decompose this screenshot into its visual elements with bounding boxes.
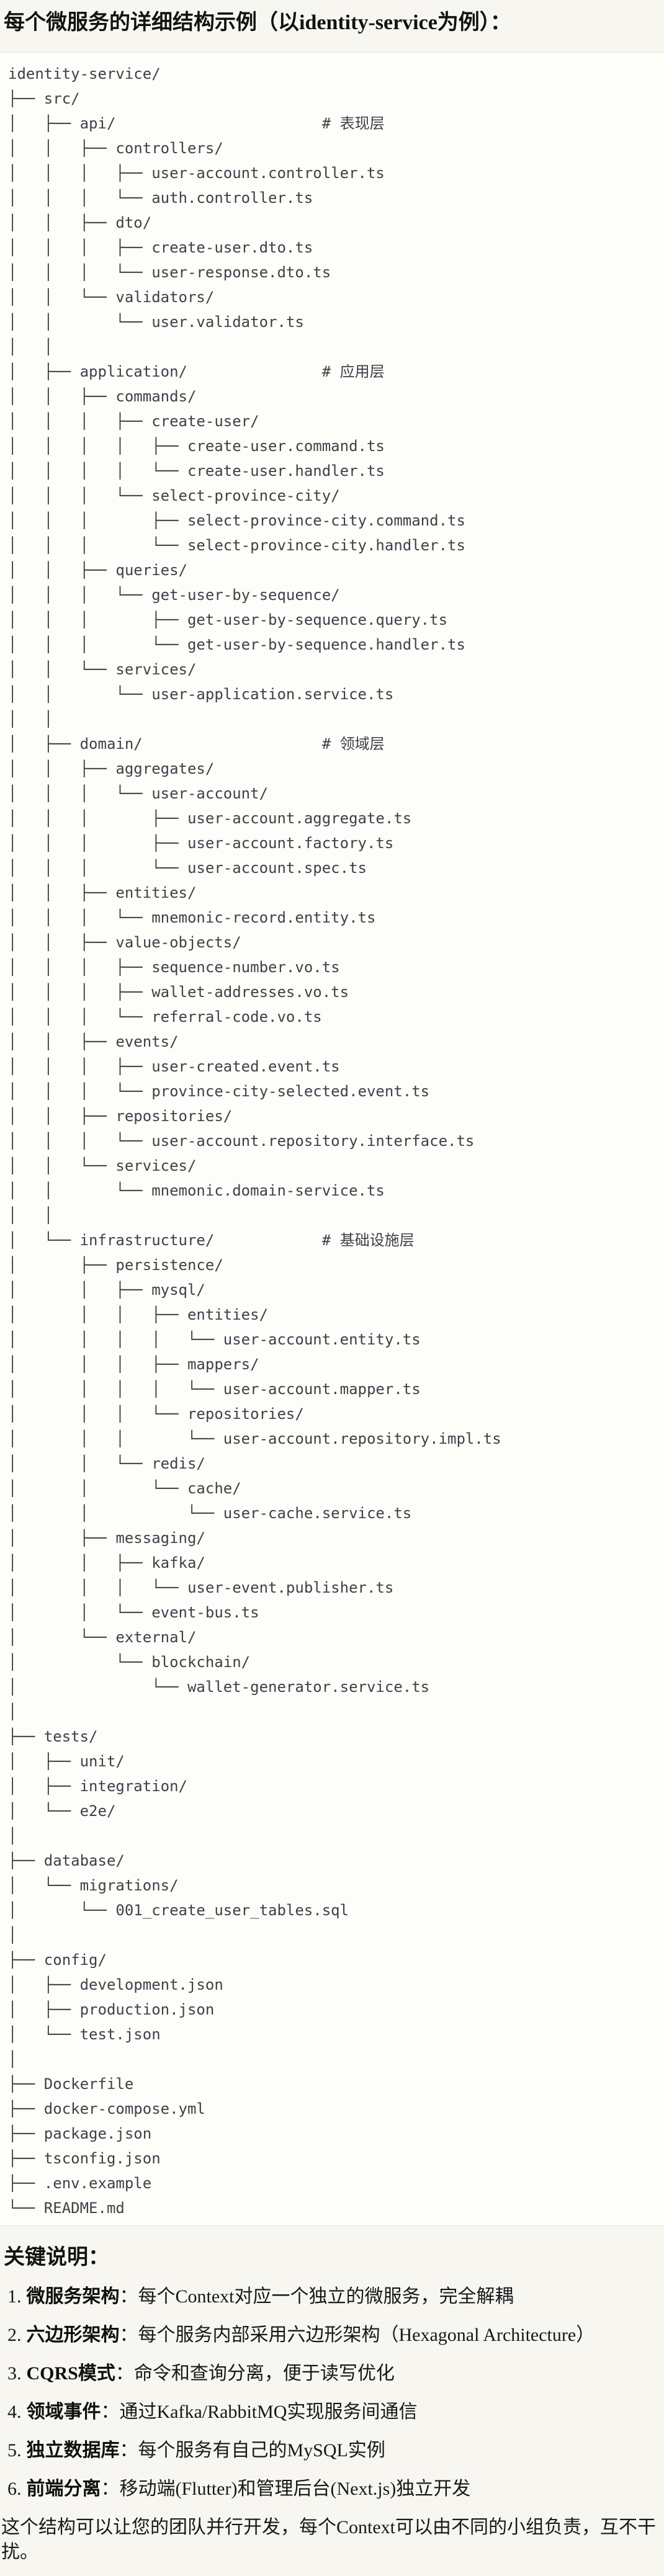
note-number: 4. xyxy=(7,2402,22,2422)
note-term: 前端分离 xyxy=(26,2479,101,2499)
note-desc: ：每个服务有自己的MySQL实例 xyxy=(119,2440,385,2461)
note-item-6: 6.前端分离：移动端(Flutter)和管理后台(Next.js)独立开发 xyxy=(7,2477,658,2502)
note-term: CQRS模式 xyxy=(26,2363,115,2384)
note-desc: ：每个服务内部采用六边形架构（Hexagonal Architecture） xyxy=(119,2325,595,2345)
notes-heading: 关键说明： xyxy=(4,2246,109,2269)
note-term: 六边形架构 xyxy=(26,2325,120,2345)
note-item-4: 4.领域事件：通过Kafka/RabbitMQ实现服务间通信 xyxy=(7,2400,658,2425)
note-desc: ：每个Context对应一个独立的微服务，完全解耦 xyxy=(119,2286,514,2307)
note-term: 微服务架构 xyxy=(26,2286,120,2307)
note-number: 6. xyxy=(7,2479,22,2499)
note-item-5: 5.独立数据库：每个服务有自己的MySQL实例 xyxy=(7,2438,658,2463)
note-desc: ：通过Kafka/RabbitMQ实现服务间通信 xyxy=(101,2402,418,2422)
note-number: 5. xyxy=(7,2440,22,2461)
note-desc: ：移动端(Flutter)和管理后台(Next.js)独立开发 xyxy=(101,2479,471,2499)
note-number: 3. xyxy=(7,2363,22,2384)
note-item-1: 1.微服务架构：每个Context对应一个独立的微服务，完全解耦 xyxy=(7,2284,658,2309)
note-number: 2. xyxy=(7,2325,22,2345)
note-desc: ：命令和查询分离，便于读写优化 xyxy=(115,2363,395,2384)
footer-paragraph: 这个结构可以让您的团队并行开发，每个Context可以由不同的小组负责，互不干扰… xyxy=(1,2517,656,2562)
directory-tree: identity-service/ ├── src/ │ ├── api/ # … xyxy=(8,65,501,2217)
note-item-3: 3.CQRS模式：命令和查询分离，便于读写优化 xyxy=(7,2361,658,2386)
tree-code-block: identity-service/ ├── src/ │ ├── api/ # … xyxy=(0,52,664,2226)
note-item-2: 2.六边形架构：每个服务内部采用六边形架构（Hexagonal Architec… xyxy=(7,2323,658,2348)
page-title: 每个微服务的详细结构示例（以identity-service为例）： xyxy=(4,11,511,34)
note-number: 1. xyxy=(7,2286,22,2307)
note-term: 独立数据库 xyxy=(26,2440,120,2461)
note-term: 领域事件 xyxy=(26,2402,101,2422)
